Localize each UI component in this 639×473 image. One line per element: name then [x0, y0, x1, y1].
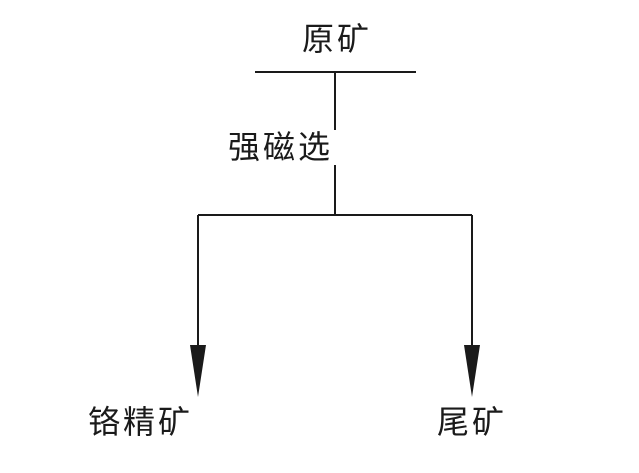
left-arrowhead-icon — [190, 345, 206, 397]
node-tailings-label: 尾矿 — [437, 403, 508, 441]
right-arrowhead-icon — [464, 345, 480, 397]
node-concentrate-label: 铬精矿 — [88, 403, 194, 441]
node-process-label: 强磁选 — [228, 129, 338, 166]
node-source-label: 原矿 — [302, 20, 373, 58]
